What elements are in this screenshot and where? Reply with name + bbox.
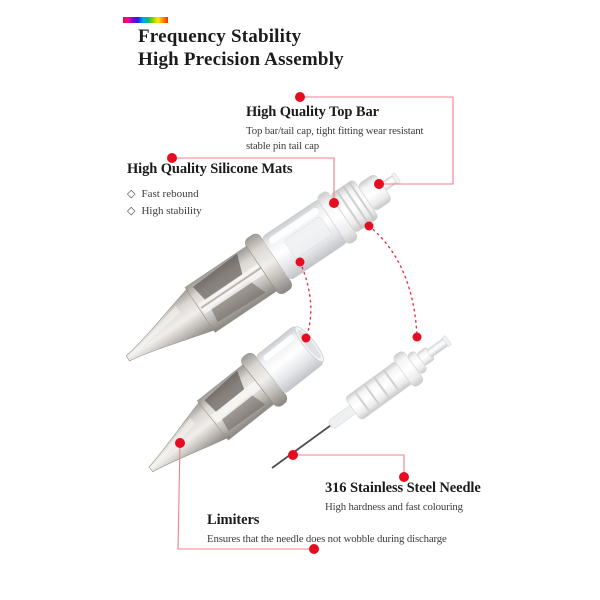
silicone-ridges: [335, 181, 376, 230]
leader-line-top-bar: [300, 96, 454, 185]
explode-line-right: [368, 225, 418, 338]
inner-piston: [284, 216, 332, 258]
callout-steel-needle-body: High hardness and fast colouring: [325, 501, 463, 513]
inner-fin-bottom: [210, 280, 266, 323]
callout-dot-limiters-part: [175, 438, 185, 448]
callout-silicone-mats: High Quality Silicone Mats ◇ Fast reboun…: [127, 161, 292, 220]
callout-top-bar-heading: High Quality Top Bar: [246, 104, 379, 120]
explode-dot-left-top: [295, 257, 305, 267]
explode-dot-right-top: [364, 221, 374, 231]
callout-top-bar-body-line-1: Top bar/tail cap, tight fitting wear res…: [246, 125, 424, 137]
callout-top-bar-body-line-2: stable pin tail cap: [246, 139, 320, 152]
leader-line-limiters: [177, 442, 314, 550]
explode-dot-right-bottom: [412, 332, 422, 342]
callout-steel-needle: 316 Stainless Steel Needle High hardness…: [325, 480, 481, 515]
plunger-pin-tip: [441, 335, 452, 347]
callout-limiters-body: Ensures that the needle does not wobble …: [207, 533, 447, 545]
inner-channel-line: [200, 266, 262, 309]
housing-highlight: [263, 334, 295, 361]
callout-steel-needle-heading: 316 Stainless Steel Needle: [325, 480, 481, 496]
callout-dot-silicone-label: [167, 153, 177, 163]
top-bar-pin-tip: [391, 172, 401, 184]
callout-dot-limiters-label: [309, 544, 319, 554]
callout-top-bar: High Quality Top Bar Top bar/tail cap, t…: [246, 104, 423, 153]
inner-fin-bottom: [221, 394, 266, 431]
page-title: Frequency Stability High Precision Assem…: [138, 25, 344, 71]
open-cartridge-image: [148, 326, 324, 473]
inner-fin-top: [193, 253, 243, 301]
page-title-line-2: High Precision Assembly: [138, 49, 344, 70]
page-title-line-1: Frequency Stability: [138, 26, 302, 47]
cone-highlight: [151, 417, 196, 469]
leader-line-silicone-mats: [172, 157, 335, 203]
callout-dot-top-bar-part: [374, 179, 384, 189]
assembled-cartridge-image: [125, 172, 401, 362]
inner-fin-top: [204, 370, 245, 413]
bullet-label: Fast rebound: [141, 188, 199, 200]
explode-line-left: [299, 261, 312, 339]
callout-dot-silicone-part: [329, 198, 339, 208]
leader-line-steel-needle: [293, 454, 405, 477]
inner-channel: [211, 380, 262, 424]
needle-bar-image: [271, 335, 452, 469]
silicone-mats-bullet-list: ◇ Fast rebound ◇ High stability: [127, 186, 292, 220]
callout-dot-needle-part: [288, 450, 298, 460]
plunger-ridges: [353, 369, 401, 415]
list-item: ◇ Fast rebound: [127, 186, 292, 203]
diamond-bullet-icon: ◇: [127, 205, 136, 217]
callout-dot-top-bar-label: [295, 92, 305, 102]
housing-highlight: [269, 207, 319, 244]
explode-dot-left-bottom: [301, 333, 311, 343]
list-item: ◇ High stability: [127, 203, 292, 220]
cone-highlight: [128, 305, 181, 358]
bullet-label: High stability: [141, 205, 202, 217]
steel-needle: [271, 423, 333, 469]
callout-silicone-mats-heading: High Quality Silicone Mats: [127, 161, 293, 177]
callout-limiters-heading: Limiters: [207, 512, 260, 528]
callout-dot-needle-label: [399, 472, 409, 482]
diamond-bullet-icon: ◇: [127, 188, 136, 200]
callout-limiters: Limiters Ensures that the needle does no…: [207, 512, 447, 547]
rainbow-bar: [123, 17, 168, 23]
